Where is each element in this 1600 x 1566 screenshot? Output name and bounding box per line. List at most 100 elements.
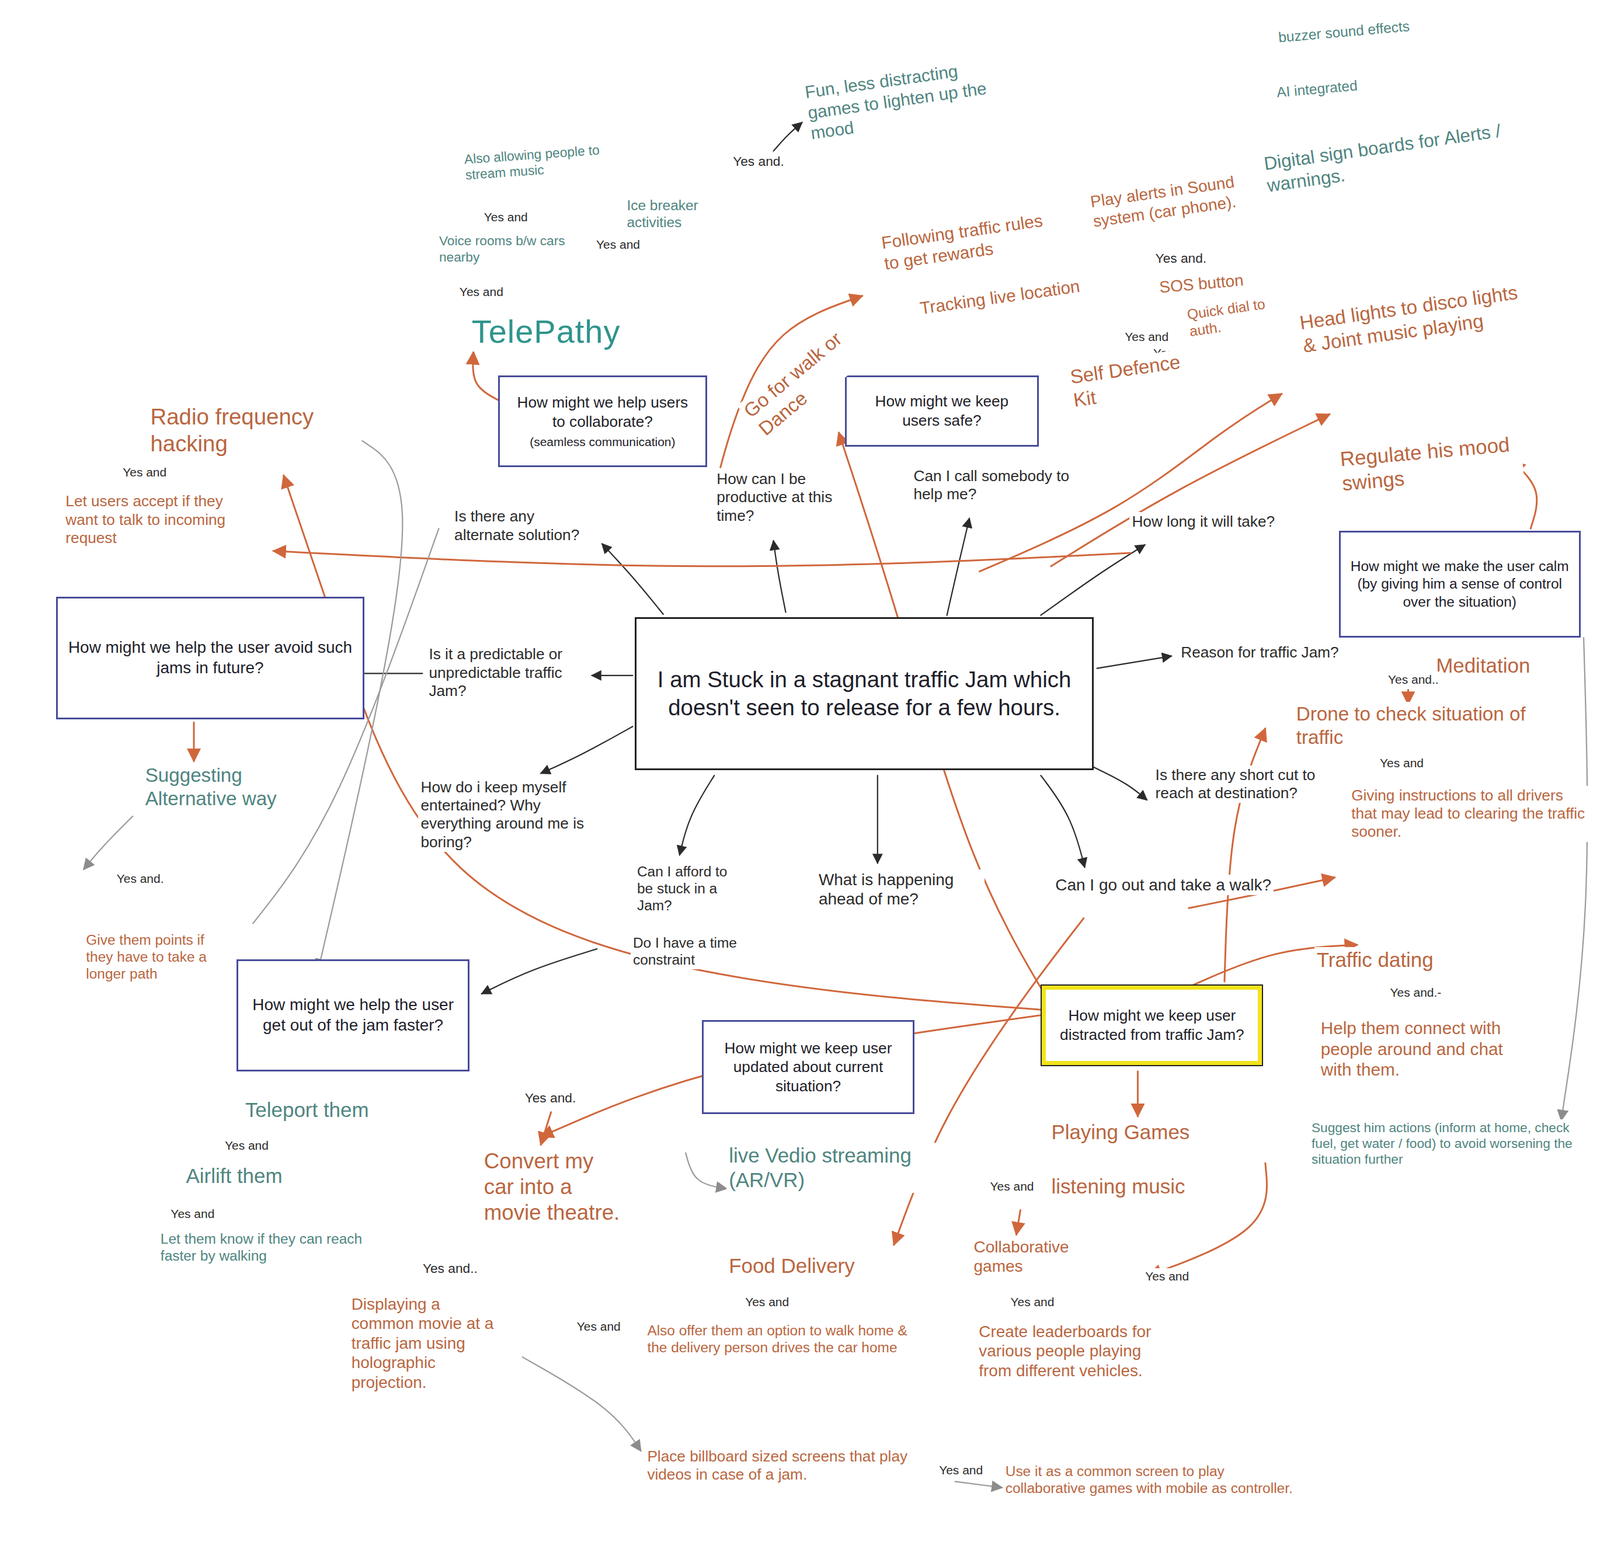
question-box: How might we keep users safe? [844,375,1039,447]
idea-note: Place billboard sized screens that play … [644,1447,941,1485]
question-note: Yes and. [114,870,167,887]
question-note: Yes and [1377,755,1426,771]
question-box: How might we keep user distracted from t… [1040,984,1264,1067]
question-note: Yes and [936,1462,986,1478]
idea-note: Giving instructions to all drivers that … [1348,785,1589,843]
question-note: Yes and. [1153,249,1210,267]
question-note: What is happening ahead of me? [816,869,985,910]
sketch-arrow [1136,1071,1139,1117]
sketch-arrow [540,726,633,774]
question-note: Yes and [222,1137,271,1154]
sketch-arrow [193,722,196,761]
sketch-arrow [481,948,597,994]
idea-note: Ice breaker activities [624,196,737,232]
idea-note: Use it as a common screen to play collab… [1003,1462,1310,1498]
sketch-arrow [522,1357,642,1452]
sketch-arrow [602,543,664,615]
idea-note: Play alerts in Sound system (car phone). [1086,167,1265,232]
question-note: Yes and [457,283,506,300]
box-text: How might we keep users safe? [856,391,1028,431]
question-note: Yes and.- [1388,984,1445,1001]
idea-note: Let users accept if they want to talk to… [63,491,257,548]
idea-note: Suggesting Alternative way [143,763,281,812]
question-box: How might we help the user get out of th… [236,959,469,1072]
question-note: Do I have a time constraint [630,933,758,970]
question-note: Yes and. [522,1089,579,1107]
sketch-arrow [877,775,879,864]
question-note: Yes and [1007,1294,1057,1310]
box-text: How might we help the user get out of th… [247,995,458,1036]
sketch-arrow [955,1481,1003,1488]
idea-note: Also allowing people to stream music [461,139,627,184]
sketch-arrow [592,675,633,677]
idea-note: Teleport them [242,1097,372,1123]
sketch-arrow [773,540,786,612]
question-note: Can I call somebody to help me? [910,466,1080,505]
sketch-arrow [83,816,133,870]
question-note: Is it a predictable or unpredictable tra… [426,644,590,701]
box-text: How might we help the user avoid such ja… [67,637,354,679]
idea-note: Digital sign boards for Alerts / warning… [1260,116,1530,198]
sketch-arrow [1040,775,1085,868]
question-note: Reason for traffic Jam? [1178,642,1341,663]
idea-note: Drone to check situation of traffic [1294,701,1570,750]
question-note: Yes and [120,464,169,480]
idea-note: Help them connect with people around and… [1318,1017,1523,1081]
idea-note: TelePathy [469,311,624,352]
box-subtext: (seamless communication) [529,434,676,450]
idea-note: Convert my car into a movie theatre. [481,1148,625,1227]
question-box: How might we help users to collaborate? (… [498,375,708,468]
idea-note: Displaying a common movie at a traffic j… [349,1294,503,1394]
idea-note: Regulate his mood swings [1336,430,1525,497]
question-note: Yes and [481,209,531,225]
idea-note: Radio frequency hacking [147,402,352,458]
idea-note: SOS button [1156,269,1247,299]
sketch-arrow [1051,414,1330,566]
question-note: Is there any alternate solution? [451,506,600,545]
question-note: How long it will take? [1129,512,1278,532]
question-note: Yes and [1142,1268,1192,1285]
question-note: Yes and [1122,328,1171,345]
sketch-arrow [1097,656,1172,669]
idea-note: Quick dial to auth. [1183,291,1290,342]
idea-note: AI integrated [1273,75,1361,102]
idea-note: Self Defence Kit [1066,345,1215,413]
idea-note: Airlift them [183,1163,285,1189]
question-note: How can I be productive at this time? [714,469,847,526]
sketch-arrow [1093,767,1147,800]
question-note: Yes and.. [1385,671,1442,688]
question-note: How do i keep myself entertained? Why ev… [418,777,607,853]
idea-note: Fun, less distracting games to lighten u… [801,54,1003,145]
idea-note: live Vedio streaming (AR/VR) [726,1142,962,1193]
idea-note: Also offer them an option to walk home &… [644,1321,931,1358]
idea-note: Give them points if they have to take a … [83,930,232,984]
question-box: How might we make the user calm (by givi… [1338,530,1581,638]
sketch-arrow [252,528,439,924]
sketch-arrow [679,775,715,855]
question-note: Yes and. [730,152,787,170]
idea-note: Voice rooms b/w cars nearby [436,232,590,266]
sketch-arrow [540,1015,1041,1137]
box-text: How might we help users to collaborate? [509,392,697,432]
box-text: I am Stuck in a stagnant traffic Jam whi… [651,665,1077,722]
sketch-arrow [773,122,803,152]
idea-note: Traffic dating [1314,947,1436,973]
sketch-arrow [1016,1209,1021,1235]
idea-note: Playing Games [1048,1119,1192,1146]
sketch-arrow [273,551,1131,567]
box-text: How might we keep user distracted from t… [1052,1006,1252,1045]
question-note: Yes and [988,1178,1037,1195]
sketch-arrow [685,1153,727,1189]
question-note: Yes and [574,1318,624,1335]
idea-note: Collaborative games [971,1236,1115,1278]
question-box: How might we keep user updated about cur… [701,1020,914,1115]
box-text: How might we keep user updated about cur… [712,1038,903,1097]
idea-note: Let them know if they can reach faster b… [158,1229,373,1266]
question-note: Yes and [593,236,643,253]
idea-note: Tracking live location [916,275,1084,320]
question-note: Can I afford to be stuck in a Jam? [634,862,747,916]
idea-note: Suggest him actions (inform at home, che… [1309,1119,1585,1169]
sketch-arrow [472,352,499,400]
sketch-arrow [540,1112,551,1146]
sketch-arrow [947,518,970,616]
